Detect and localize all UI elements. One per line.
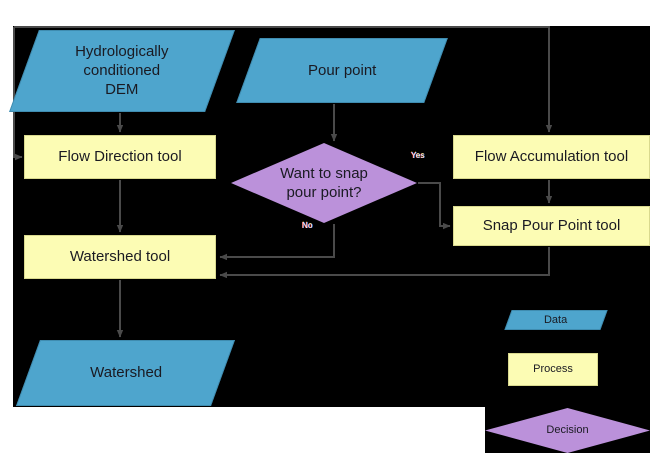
branch-label-yes: Yes xyxy=(411,151,425,160)
node-snap-pour-point-tool[interactable]: Snap Pour Point tool xyxy=(453,206,650,246)
node-label: Flow Accumulation tool xyxy=(474,148,629,166)
node-label: Hydrologically conditioned DEM xyxy=(75,43,169,99)
legend-item-process: Process xyxy=(508,353,598,386)
node-watershed-output[interactable]: Watershed xyxy=(15,340,236,406)
legend-item-decision: Decision xyxy=(485,408,650,453)
node-label: Want to snap pour point? xyxy=(280,164,368,201)
node-flow-direction-tool[interactable]: Flow Direction tool xyxy=(24,135,216,179)
branch-label-no: No xyxy=(302,221,313,230)
node-label: Watershed xyxy=(89,364,162,382)
legend-item-data: Data xyxy=(504,310,608,330)
node-flow-accumulation-tool[interactable]: Flow Accumulation tool xyxy=(453,135,650,179)
legend-item-label: Data xyxy=(544,313,568,326)
legend-item-label: Decision xyxy=(546,424,589,437)
node-label: Watershed tool xyxy=(69,248,171,266)
node-want-to-snap-pour-point[interactable]: Want to snap pour point? xyxy=(231,143,417,223)
node-label: Flow Direction tool xyxy=(58,148,182,166)
node-pour-point[interactable]: Pour point xyxy=(236,38,448,103)
node-label: Pour point xyxy=(307,61,377,79)
node-hydrologically-conditioned-dem[interactable]: Hydrologically conditioned DEM xyxy=(9,30,235,112)
legend-item-label: Process xyxy=(533,363,573,376)
node-label: Snap Pour Point tool xyxy=(482,217,621,235)
node-watershed-tool[interactable]: Watershed tool xyxy=(24,235,216,279)
